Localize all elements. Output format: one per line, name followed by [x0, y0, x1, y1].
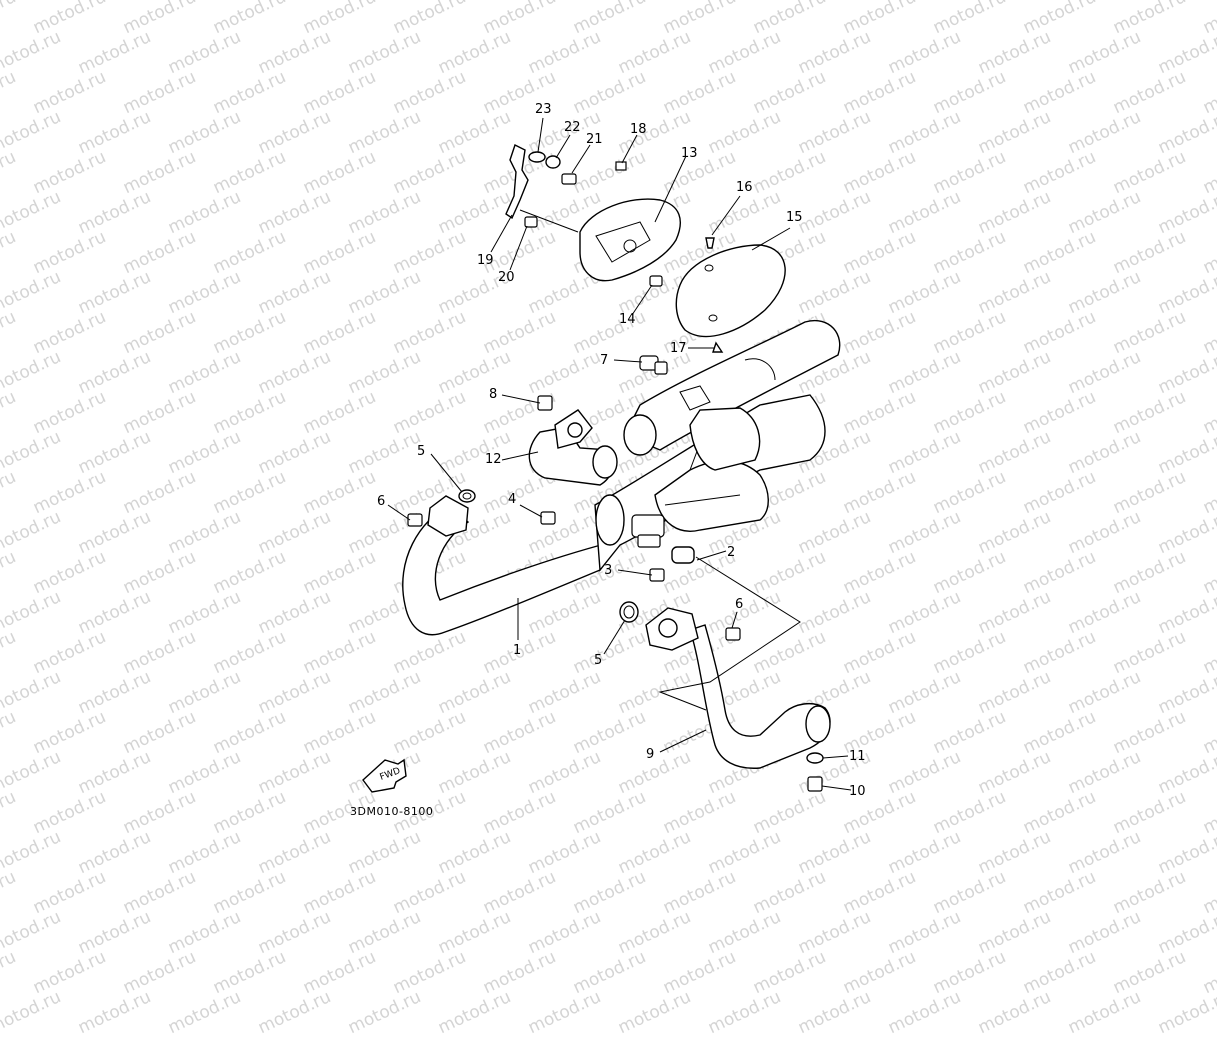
watermark-text: motod.ru [75, 987, 155, 1038]
callout-1: 1 [513, 643, 521, 658]
watermark-text: motod.ru [750, 947, 830, 999]
callout-19: 19 [477, 253, 494, 268]
watermark-text: motod.ru [705, 907, 785, 959]
watermark-text: motod.ru [1155, 907, 1217, 959]
watermark-text: motod.ru [255, 907, 335, 959]
callout-7: 7 [600, 353, 608, 368]
watermark-text: motod.ru [120, 947, 200, 999]
watermark-text: motod.ru [300, 947, 380, 999]
watermark-text: motod.ru [345, 987, 425, 1038]
fwd-arrow-icon: FWD [362, 758, 407, 793]
watermark-text: motod.ru [210, 947, 290, 999]
callout-16: 16 [736, 180, 753, 195]
watermark-text: motod.ru [795, 907, 875, 959]
callout-5-lower: 5 [594, 653, 602, 668]
callout-2: 2 [727, 545, 735, 560]
watermark-text: motod.ru [570, 947, 650, 999]
watermark-text: motod.ru [525, 987, 605, 1038]
callout-23: 23 [535, 102, 552, 117]
watermark-text: motod.ru [435, 907, 515, 959]
small-parts [407, 355, 824, 792]
callout-4: 4 [508, 492, 516, 507]
callout-13: 13 [681, 146, 698, 161]
watermark-text: motod.ru [1110, 947, 1190, 999]
watermark-text: motod.ru [525, 907, 605, 959]
callout-3: 3 [604, 563, 612, 578]
callout-12: 12 [485, 452, 502, 467]
watermark-text: motod.ru [255, 987, 335, 1038]
exhaust-pipe-rear [528, 409, 618, 486]
callout-22: 22 [564, 120, 581, 135]
watermark-text: motod.ru [705, 987, 785, 1038]
watermark-text: motod.ru [0, 987, 65, 1038]
leader-lines [387, 117, 852, 791]
callout-6-upper: 6 [377, 494, 385, 509]
diagram-code: 3DM010-8100 [350, 805, 434, 818]
callout-6-lower: 6 [735, 597, 743, 612]
cover-assembly [505, 144, 786, 353]
watermark-text: motod.ru [930, 947, 1010, 999]
watermark-text: motod.ru [975, 907, 1055, 959]
watermark-text: motod.ru [840, 947, 920, 999]
watermark-text: motod.ru [615, 987, 695, 1038]
watermark-text: motod.ru [615, 907, 695, 959]
watermark-text: motod.ru [345, 907, 425, 959]
callout-20: 20 [498, 270, 515, 285]
watermark-text: motod.ru [165, 907, 245, 959]
callout-8: 8 [489, 387, 497, 402]
watermark-text: motod.ru [1065, 987, 1145, 1038]
parts-drawing: FWD [362, 102, 866, 799]
watermark-text: motod.ru [885, 907, 965, 959]
callout-14: 14 [619, 312, 636, 327]
watermark-text: motod.ru [30, 947, 110, 999]
exhaust-pipe-front [645, 607, 831, 769]
callout-18: 18 [630, 122, 647, 137]
watermark-text: motod.ru [0, 907, 65, 959]
watermark-text: motod.ru [1200, 947, 1217, 999]
watermark-text: motod.ru [0, 947, 20, 999]
watermark-text: motod.ru [885, 987, 965, 1038]
callout-labels: 1 2 3 4 5 5 6 6 7 8 9 10 11 12 13 14 15 … [377, 102, 866, 799]
callout-17: 17 [670, 341, 687, 356]
watermark-text: motod.ru [1020, 947, 1100, 999]
watermark-text: motod.ru [165, 987, 245, 1038]
callout-11: 11 [849, 749, 866, 764]
watermark-text: motod.ru [435, 987, 515, 1038]
watermark-text: motod.ru [390, 947, 470, 999]
watermark-text: motod.ru [1065, 907, 1145, 959]
callout-5-upper: 5 [417, 444, 425, 459]
watermark-text: motod.ru [795, 987, 875, 1038]
callout-9: 9 [646, 747, 654, 762]
watermark-text: motod.ru [975, 987, 1055, 1038]
watermark-text: motod.ru [75, 907, 155, 959]
watermark-text: motod.ru [660, 947, 740, 999]
muffler-assembly [402, 319, 841, 636]
watermark-text: motod.ru [1155, 987, 1217, 1038]
callout-10: 10 [849, 784, 866, 799]
watermark-text: motod.ru [480, 947, 560, 999]
callout-21: 21 [586, 132, 603, 147]
callout-15: 15 [786, 210, 803, 225]
